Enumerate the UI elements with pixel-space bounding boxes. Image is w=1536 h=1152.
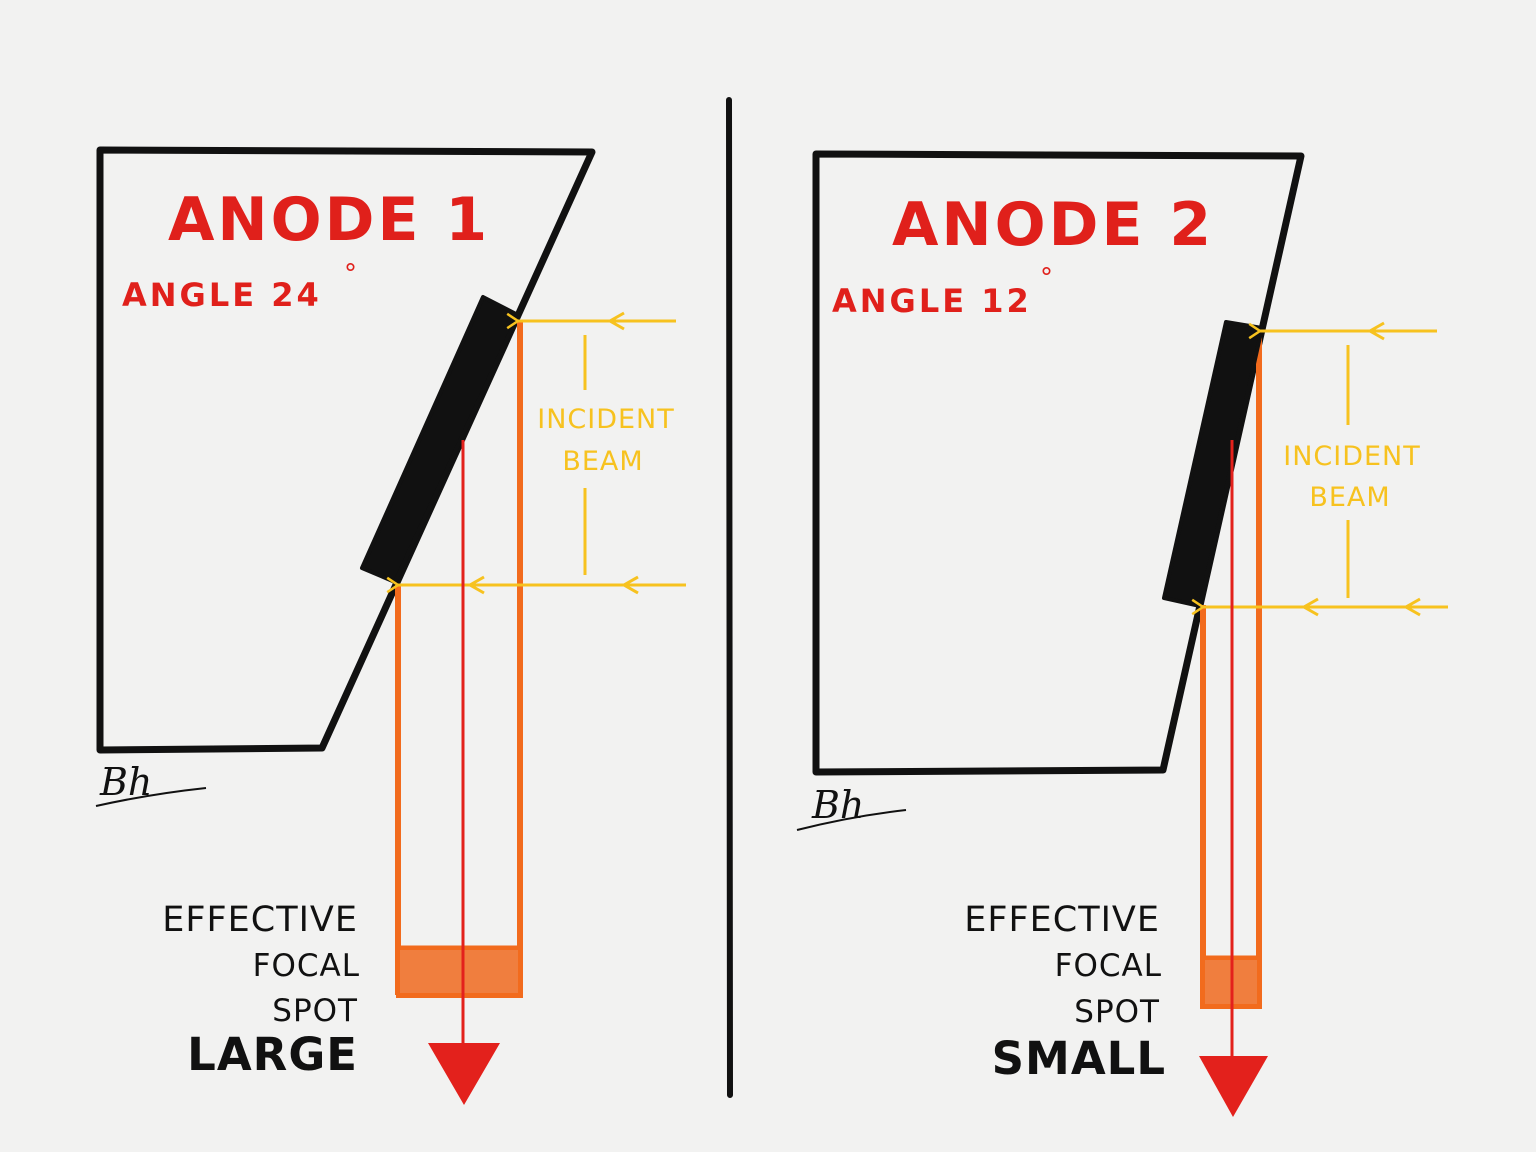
- effective-label-line1: EFFECTIVE: [964, 900, 1160, 940]
- incident-beam-label-line2: BEAM: [562, 446, 643, 477]
- incident-beam-label-line1: INCIDENT: [1283, 441, 1421, 472]
- anode-angle-label: ANGLE 12: [832, 282, 1032, 320]
- anode-body: [812, 150, 1305, 776]
- effective-label-line1: EFFECTIVE: [162, 900, 358, 940]
- anode-angle-label: ANGLE 24: [122, 276, 322, 314]
- anode-body: [96, 146, 596, 754]
- effective-label-line2: FOCAL: [1055, 948, 1162, 984]
- spot-size-word: LARGE: [187, 1028, 358, 1081]
- anode-title: ANODE 2: [892, 190, 1214, 260]
- effective-focal-spot: [400, 950, 518, 993]
- effective-label-line3: SPOT: [1074, 994, 1160, 1030]
- spot-size-word: SMALL: [992, 1032, 1166, 1085]
- central-ray-arrowhead: [1199, 1056, 1268, 1117]
- target-face: [360, 295, 520, 584]
- svg-text:Bh: Bh: [811, 783, 864, 827]
- panel-anode-2: ANODE 2 ANGLE 12 ° INCIDENT BEAM EFFECTI…: [796, 150, 1448, 1117]
- effective-label-line2: FOCAL: [253, 948, 360, 984]
- incident-beam-label-line1: INCIDENT: [537, 404, 675, 435]
- incident-beam-label-line2: BEAM: [1309, 482, 1390, 513]
- panel-anode-1: ANODE 1 ANGLE 24 ° INCIDENT BEAM EFFECTI…: [95, 146, 686, 1105]
- incident-beam-arrows: [1191, 321, 1448, 617]
- anode-title: ANODE 1: [168, 185, 490, 255]
- signature: Bh: [796, 783, 907, 831]
- effective-label-line3: SPOT: [272, 993, 358, 1029]
- signature: Bh: [95, 760, 207, 807]
- panel-divider: [726, 97, 733, 1098]
- incident-beam-arrows: [386, 311, 686, 595]
- degree-symbol: °: [344, 259, 357, 289]
- central-ray-arrowhead: [428, 1043, 500, 1105]
- degree-symbol: °: [1040, 263, 1053, 293]
- emitted-beam: [395, 322, 523, 998]
